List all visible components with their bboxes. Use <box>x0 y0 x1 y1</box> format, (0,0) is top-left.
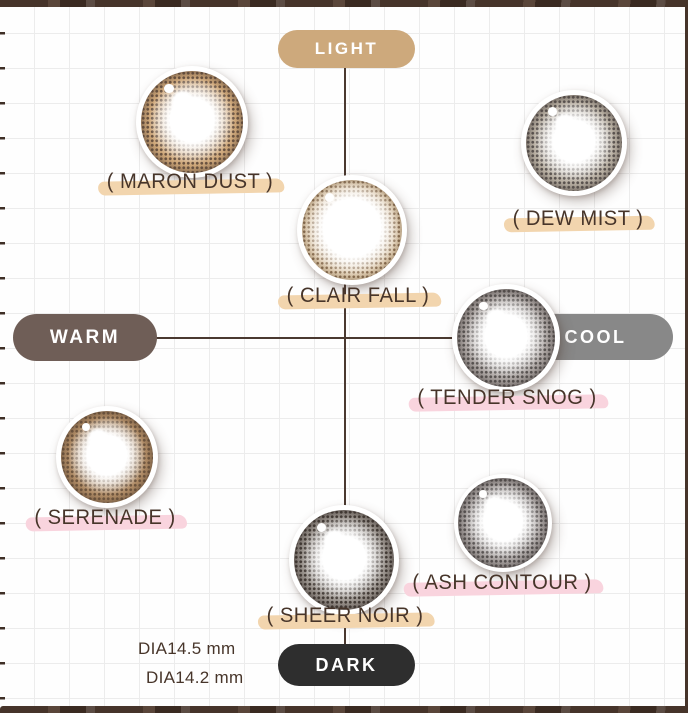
lens-label-dew-mist: ( DEW MIST ) <box>503 207 656 232</box>
lens-maron-dust[interactable] <box>136 66 248 178</box>
legend-swatch-pink <box>27 642 124 655</box>
lens-highlight-dot <box>324 192 334 202</box>
lens-highlight-glare <box>88 429 108 449</box>
lens-name: ( ASH CONTOUR ) <box>412 571 592 594</box>
lens-label-tender-snog: ( TENDER SNOG ) <box>408 386 609 412</box>
lens-dew-mist[interactable] <box>521 90 627 196</box>
lens-label-serenade: ( SERENADE ) <box>25 506 188 531</box>
legend-row-dia-145: DIA14.5 mm <box>27 638 243 660</box>
lens-texture <box>525 94 623 192</box>
lens-texture <box>301 179 403 281</box>
lens-ash-contour[interactable] <box>454 474 552 572</box>
lens-highlight-dot <box>478 489 487 498</box>
legend-row-dia-142: DIA14.2 mm <box>27 667 243 689</box>
lens-label-ash-contour: ( ASH CONTOUR ) <box>403 571 604 597</box>
axis-line-horizontal <box>100 337 580 339</box>
lens-sheer-noir[interactable] <box>289 505 399 615</box>
lens-texture <box>141 71 243 173</box>
lens-highlight-dot <box>81 422 91 431</box>
lens-highlight-dot <box>547 107 557 116</box>
lens-name: ( MARON DUST ) <box>106 170 274 193</box>
lens-highlight-glare <box>486 308 507 330</box>
lens-name: ( SHEER NOIR ) <box>266 604 424 627</box>
lens-label-clair-fall: ( CLAIR FALL ) <box>277 284 441 309</box>
lens-name: ( TENDER SNOG ) <box>417 386 597 409</box>
lens-name: ( DEW MIST ) <box>512 207 644 230</box>
axis-label-dark: DARK <box>278 644 415 686</box>
lens-highlight-dot <box>316 522 326 532</box>
lens-highlight-glare <box>323 529 345 551</box>
lens-name: ( SERENADE ) <box>34 506 176 529</box>
lens-highlight-glare <box>485 496 504 515</box>
legend-label: DIA14.5 mm <box>138 639 236 658</box>
lens-tender-snog[interactable] <box>452 284 560 392</box>
dia-legend: DIA14.5 mm DIA14.2 mm <box>27 638 243 696</box>
frame-border-right <box>685 0 688 713</box>
lens-highlight-dot <box>479 301 489 311</box>
lens-texture <box>456 288 556 388</box>
lens-serenade[interactable] <box>56 406 158 508</box>
lens-label-sheer-noir: ( SHEER NOIR ) <box>257 604 436 630</box>
lens-highlight-dot <box>164 84 174 94</box>
axis-line-vertical <box>344 68 346 646</box>
lens-texture <box>458 478 548 568</box>
lens-highlight-glare <box>331 199 353 221</box>
axis-label-warm: WARM <box>13 314 157 361</box>
lens-highlight-glare <box>171 91 193 113</box>
legend-swatch-tan <box>27 671 132 684</box>
axis-label-light: LIGHT <box>278 30 415 68</box>
lens-label-maron-dust: ( MARON DUST ) <box>98 170 285 196</box>
lens-highlight-glare <box>554 114 575 135</box>
legend-label: DIA14.2 mm <box>146 668 244 687</box>
frame-border-bottom <box>0 706 688 713</box>
lens-texture <box>60 410 154 504</box>
lens-clair-fall[interactable] <box>297 175 407 285</box>
frame-tick-marks-left <box>0 0 5 713</box>
lens-texture <box>293 509 395 611</box>
frame-border-top <box>0 0 688 7</box>
lens-name: ( CLAIR FALL ) <box>286 284 430 307</box>
